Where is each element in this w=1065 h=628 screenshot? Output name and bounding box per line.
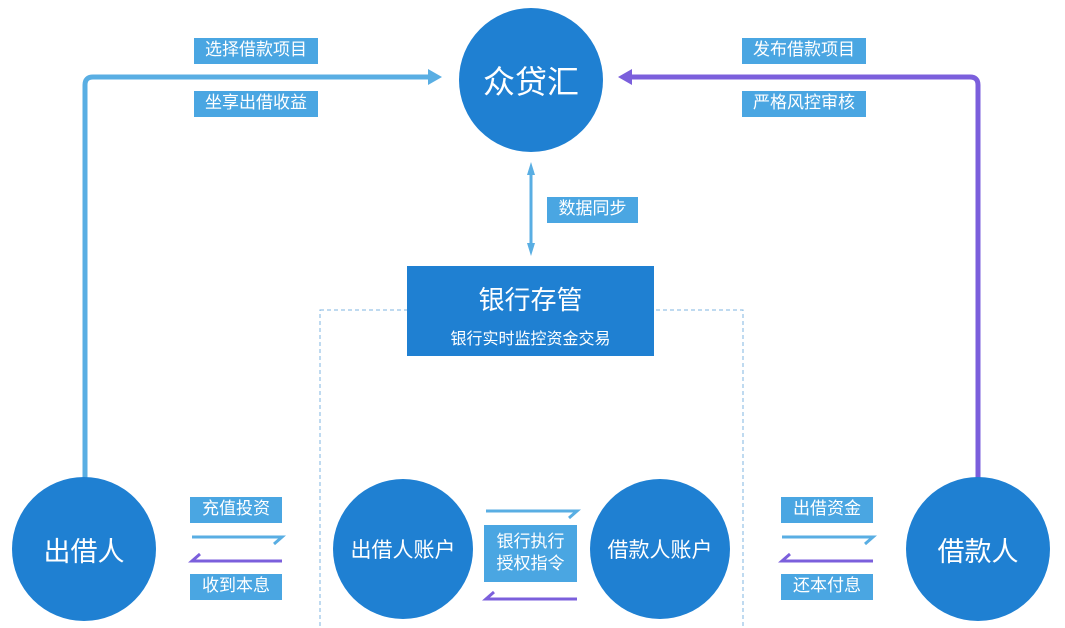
borrower-node: 借款人 [906,477,1050,621]
lender-top-label-2: 坐享出借收益 [194,91,318,117]
lender-node: 出借人 [12,477,156,621]
lender-top-label-1: 选择借款项目 [194,38,318,64]
lender-arrowhead [428,69,442,85]
lender-to-platform-line [82,74,428,478]
account-transfer-arrow [486,509,581,520]
bank-instruction-line1: 银行执行 [496,532,565,553]
lender-flow-out-label: 收到本息 [190,574,282,600]
borrower-to-platform-line [632,74,981,480]
borrower-out-arrow [778,552,873,563]
borrower-top-label-2: 严格风控审核 [742,91,866,117]
account-return-arrow [482,590,577,601]
borrower-arrowhead [618,69,632,85]
lender-flow-in-label: 充值投资 [190,497,282,523]
bank-title: 银行存管 [478,286,583,316]
sync-label: 数据同步 [547,197,638,223]
lender-account-label: 出借人账户 [350,538,456,562]
bank-instruction-label: 银行执行 授权指令 [484,525,577,582]
borrower-account-label: 借款人账户 [607,538,713,562]
lender-out-arrow [188,552,282,563]
borrower-top-label-1: 发布借款项目 [742,38,866,64]
platform-label: 众贷汇 [482,63,579,101]
bank-custody-box: 银行存管 银行实时监控资金交易 [407,266,654,356]
borrower-in-arrow [782,535,877,546]
bank-instruction-line2: 授权指令 [496,553,565,574]
borrower-flow-in-label: 出借资金 [781,497,873,523]
borrower-account-node: 借款人账户 [590,479,730,619]
borrower-label: 借款人 [937,536,1019,568]
sync-arrow-up [527,162,535,175]
sync-arrow-down [527,243,535,256]
lender-account-node: 出借人账户 [333,479,473,619]
platform-node: 众贷汇 [459,8,603,152]
bank-subtitle: 银行实时监控资金交易 [450,329,611,348]
lender-in-arrow [192,535,286,546]
borrower-flow-out-label: 还本付息 [781,574,873,600]
lender-label: 出借人 [43,536,125,568]
